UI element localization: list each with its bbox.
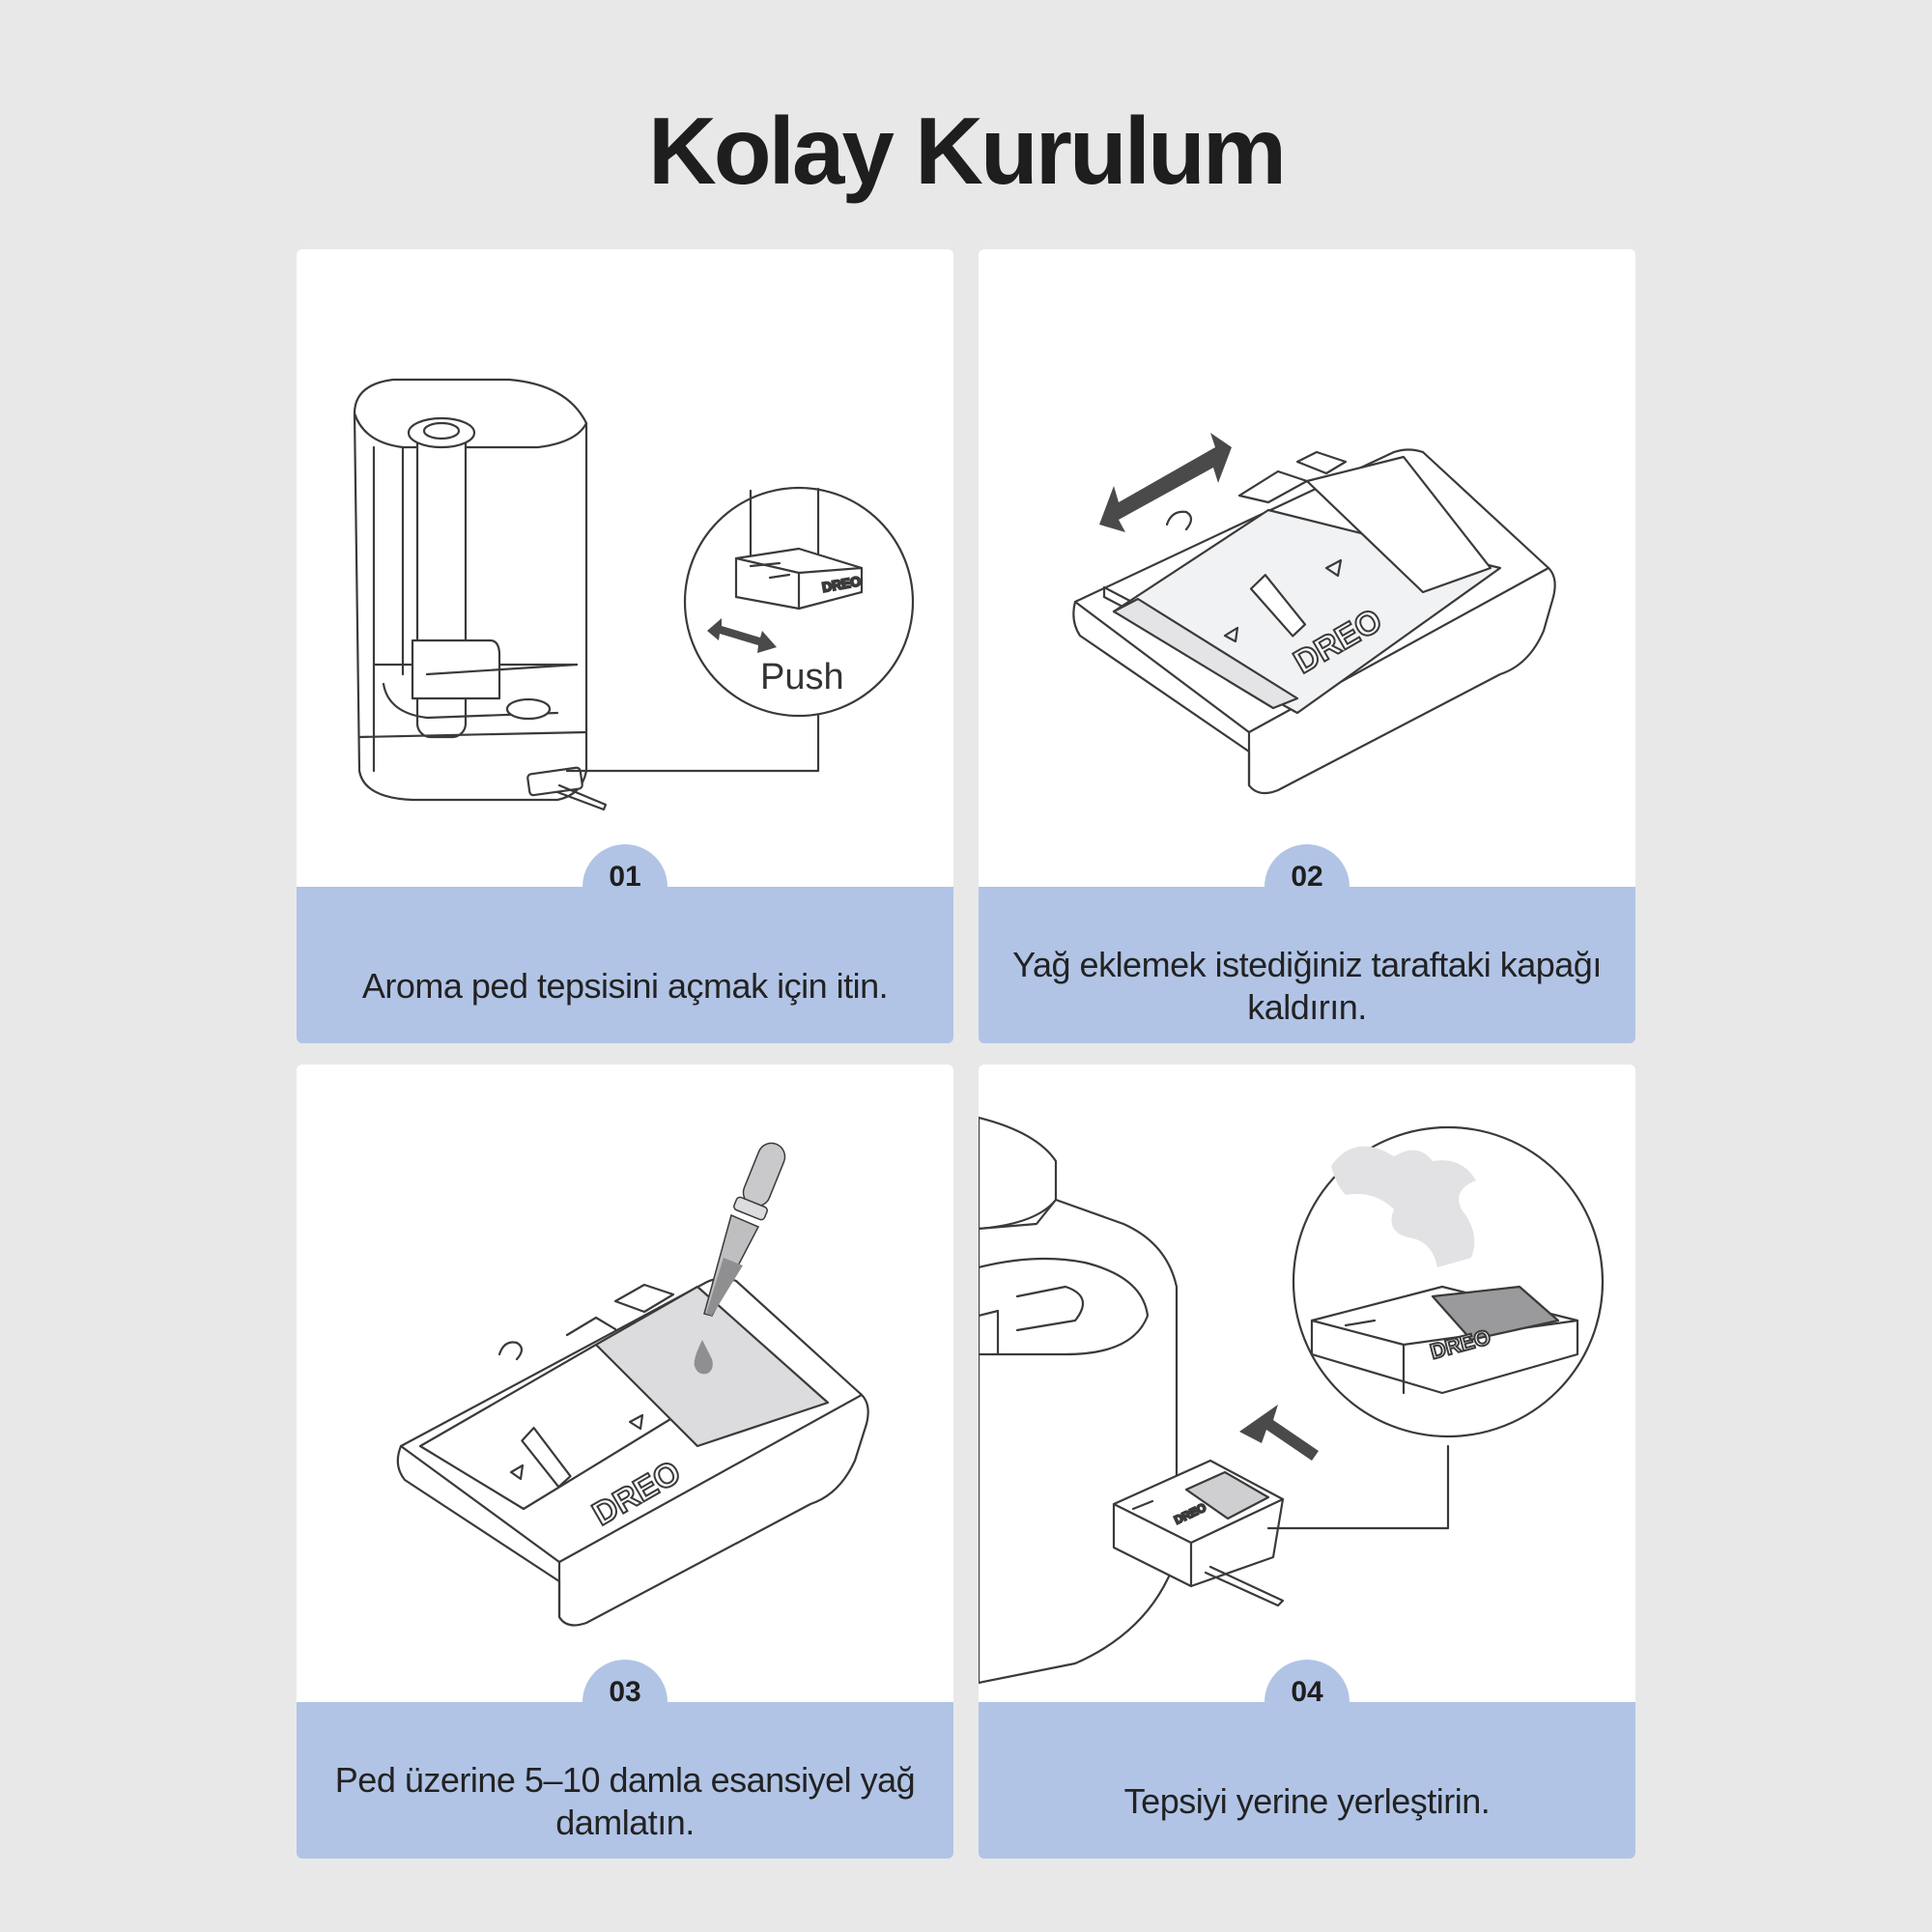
insert-arrow-icon — [1239, 1405, 1319, 1461]
step-number-badge-2: 02 — [1264, 844, 1350, 929]
step-caption-1: 01 Aroma ped tepsisini açmak için itin. — [297, 844, 953, 1043]
step-text-4: Tepsiyi yerine yerleştirin. — [1123, 1781, 1491, 1821]
step-card-2: DREO 02 Yağ eklemek istediğiniz taraftak… — [979, 249, 1635, 1043]
insert-tray-illustration: DREO DREO — [979, 1116, 1605, 1685]
step-caption-2: 02 Yağ eklemek istediğiniz taraftaki kap… — [979, 844, 1635, 1043]
tray-lid-illustration: DREO — [1072, 433, 1556, 795]
step-caption-3: 03 Ped üzerine 5–10 damla esansiyel yağ … — [297, 1660, 953, 1859]
step-text-1: Aroma ped tepsisini açmak için itin. — [361, 966, 889, 1006]
step-text-2: Yağ eklemek istediğiniz taraftaki kapağı… — [1012, 945, 1602, 1027]
page-title: Kolay Kurulum — [648, 98, 1287, 204]
step-card-3: DREO 03 Ped üzerine 5–10 damla esansiyel… — [297, 1065, 953, 1859]
step-text-3: Ped üzerine 5–10 damla esansiyel yağ dam… — [334, 1760, 916, 1842]
step-number-badge-1: 01 — [582, 844, 668, 929]
push-arrow-icon — [707, 618, 777, 653]
oil-drop-icon — [694, 1340, 713, 1375]
step-number-badge-4: 04 — [1264, 1660, 1350, 1745]
humidifier-push-illustration: DREO Push — [353, 378, 915, 811]
push-label: Push — [760, 657, 844, 697]
dropper-icon — [703, 1142, 786, 1317]
dropper-oil-illustration: DREO — [396, 1142, 869, 1627]
step-card-4: DREO DREO 04 Tepsiyi yerine yerleştirin. — [979, 1065, 1635, 1859]
slide-arrow-icon — [1099, 433, 1232, 532]
step-card-1: DREO Push 01 Aroma ped tepsisini açmak i… — [297, 249, 953, 1043]
step-caption-4: 04 Tepsiyi yerine yerleştirin. — [979, 1660, 1635, 1859]
step-number-badge-3: 03 — [582, 1660, 668, 1745]
